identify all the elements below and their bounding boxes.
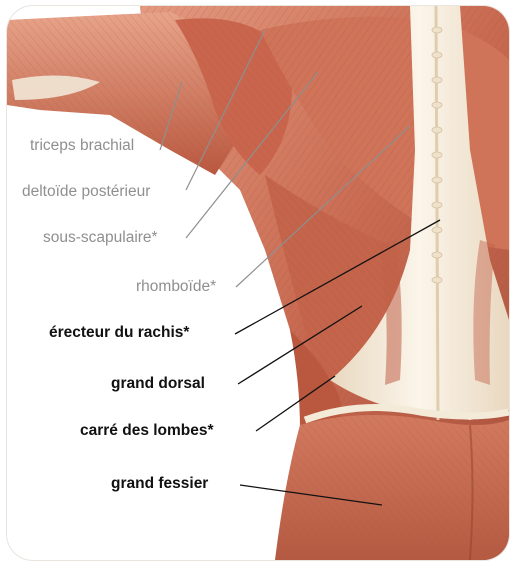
spine-line (436, 6, 438, 420)
illustration-frame (7, 6, 509, 560)
label-grand-dorsal: grand dorsal (111, 376, 205, 392)
label-erecteur-du-rachis: érecteur du rachis* (49, 325, 189, 341)
back-muscles-illustration (7, 6, 509, 560)
label-carre-des-lombes: carré des lombes* (80, 423, 214, 439)
label-sous-scapulaire: sous-scapulaire* (43, 230, 158, 246)
label-grand-fessier: grand fessier (111, 476, 208, 492)
label-triceps-brachial: triceps brachial (30, 138, 134, 154)
label-deltoide-posterieur: deltoïde postérieur (22, 184, 150, 200)
label-rhomboide: rhomboïde* (136, 279, 216, 295)
